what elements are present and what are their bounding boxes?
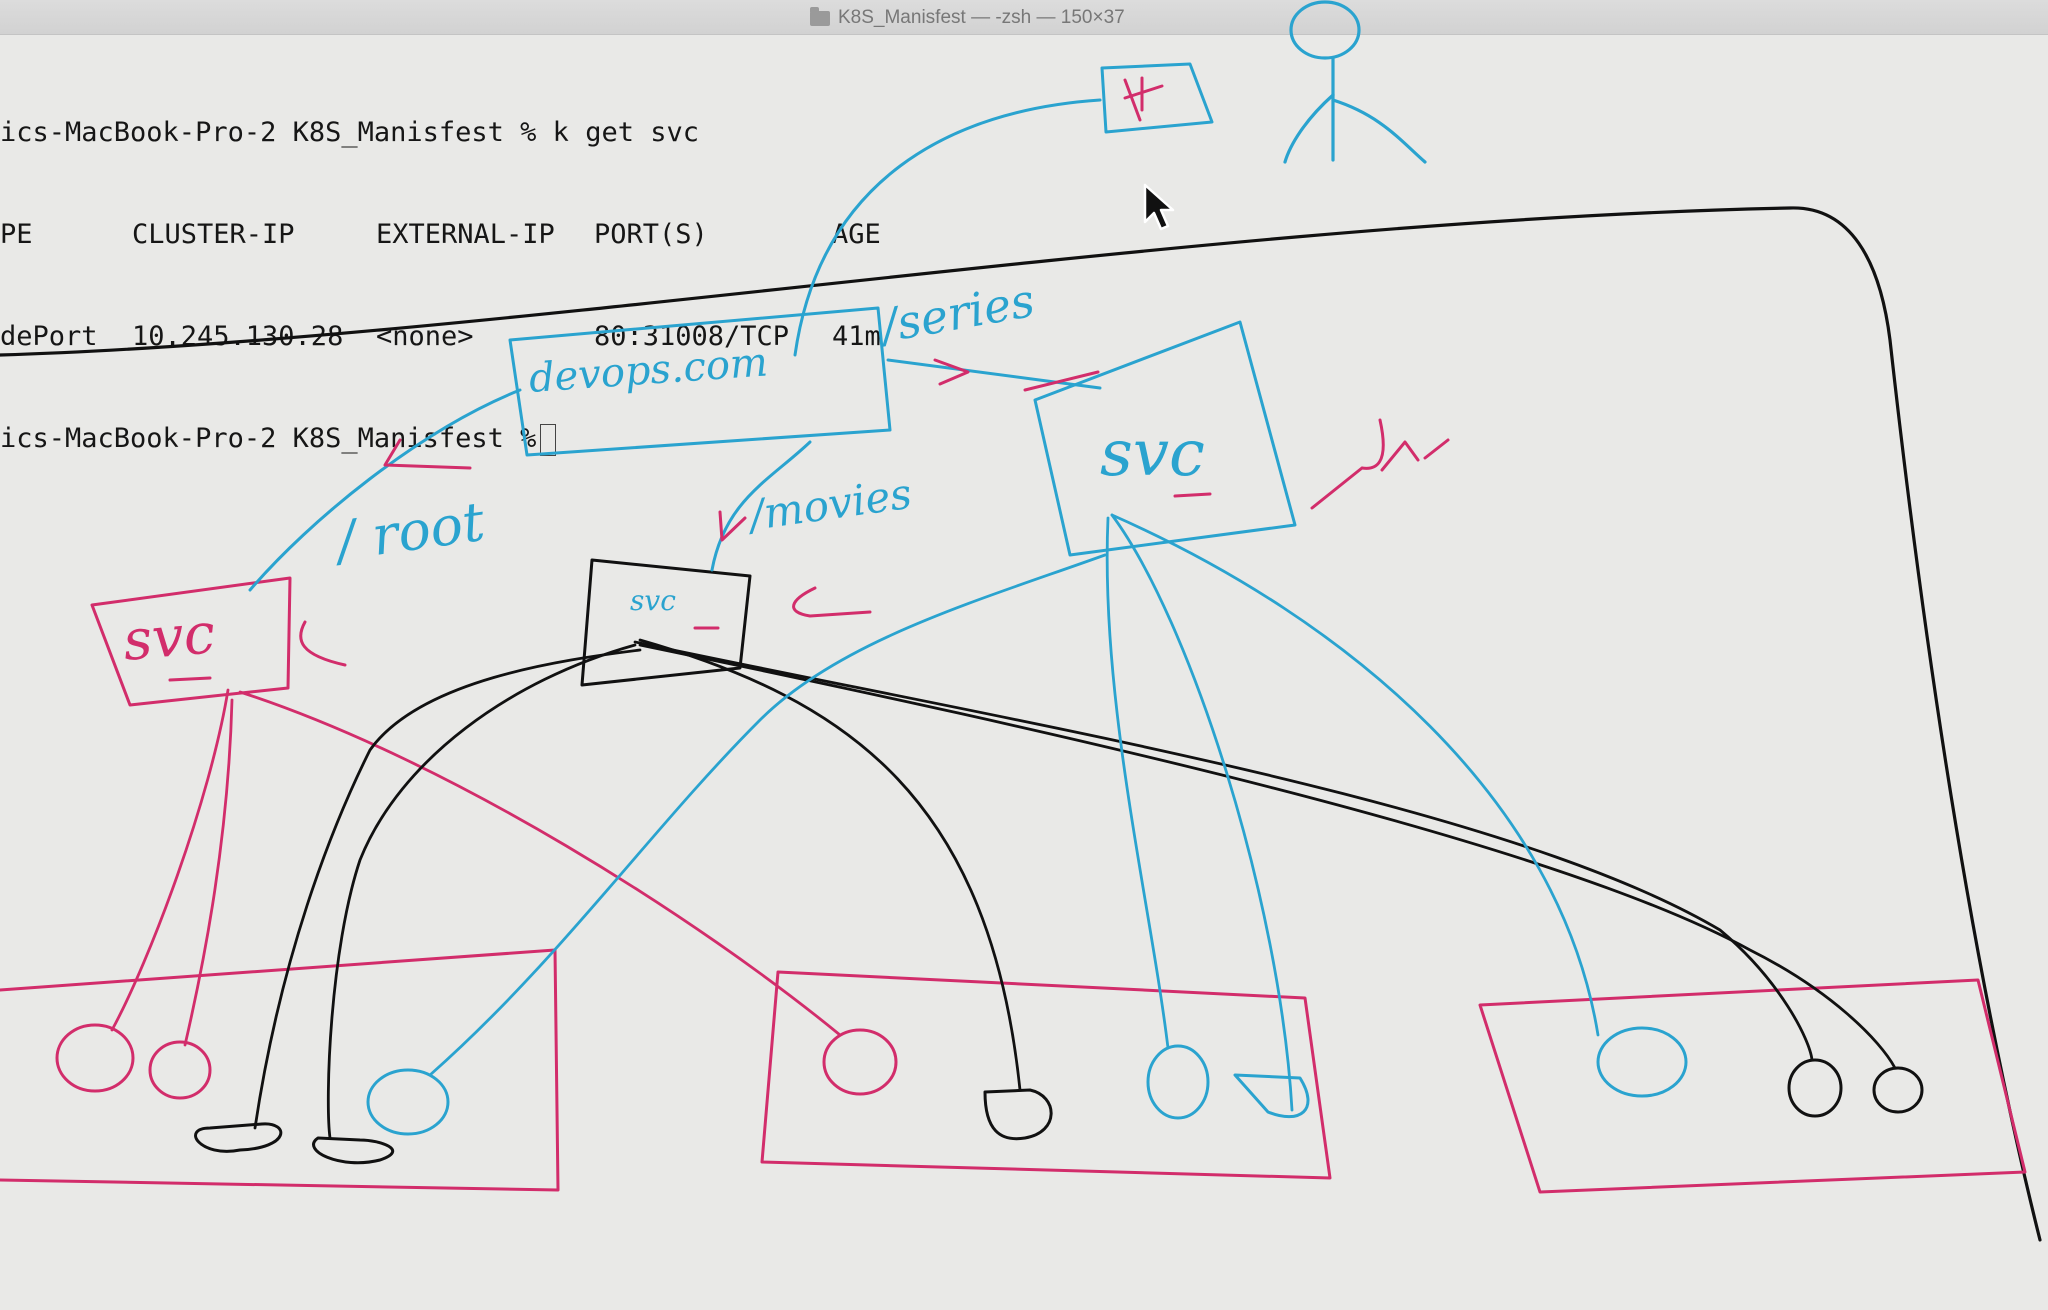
node-box-middle	[760, 970, 1332, 1180]
pod-middle-1	[822, 1028, 898, 1096]
col-ports-header: PORT(S)	[594, 219, 708, 250]
pod-left-4	[194, 1122, 283, 1153]
node-box-right	[1478, 978, 2027, 1194]
pod-right-3	[1872, 1066, 1924, 1114]
folder-icon	[810, 6, 830, 26]
svc-left-label: svc	[121, 601, 218, 674]
terminal-command-line: ics-MacBook-Pro-2 K8S_Manisfest % k get …	[0, 117, 699, 148]
col-cluster-ip-header: CLUSTER-IP	[132, 219, 295, 250]
pod-left-2	[148, 1040, 212, 1100]
pod-middle-2	[983, 1088, 1053, 1141]
cell-age: 41m	[832, 321, 881, 352]
pod-left-5	[312, 1136, 395, 1165]
arrow-head-right	[933, 358, 1100, 392]
arrow-head-left	[383, 438, 472, 470]
svc-left-underline	[168, 676, 212, 682]
client-to-ingress	[793, 98, 1102, 357]
window-titlebar: K8S_Manisfest — -zsh — 150×37	[0, 0, 2048, 35]
mouse-pointer-icon	[1143, 183, 1175, 231]
check-mark-right	[1310, 418, 1450, 510]
cell-type: dePort	[0, 321, 98, 352]
user-figure	[1283, 0, 1427, 164]
path-series-label: /series	[874, 273, 1039, 354]
window-title-text: K8S_Manisfest — -zsh — 150×37	[838, 7, 1125, 28]
svc-right-box	[1033, 320, 1297, 557]
svc-middle-label: svc	[630, 584, 676, 617]
col-external-ip-header: EXTERNAL-IP	[376, 219, 555, 250]
pods	[55, 1023, 1924, 1165]
terminal-prompt-line[interactable]: ics-MacBook-Pro-2 K8S_Manisfest %	[0, 422, 980, 456]
node-box-left	[0, 948, 560, 1192]
ingress-box	[508, 306, 892, 457]
ingress-to-svc-middle	[710, 440, 812, 572]
check-mark-middle	[792, 586, 872, 618]
col-age-header: AGE	[832, 219, 881, 250]
pod-middle-3	[1146, 1044, 1210, 1120]
svc-right-underline	[1173, 492, 1212, 498]
svc-right-label: svc	[1100, 417, 1205, 491]
ingress-to-svc-left	[248, 388, 522, 592]
pod-left-3	[366, 1068, 450, 1136]
pod-left-1	[55, 1023, 135, 1093]
terminal-output[interactable]: ics-MacBook-Pro-2 K8S_Manisfest % k get …	[0, 48, 980, 490]
cell-ports: 80:31008/TCP	[594, 321, 790, 352]
svc-middle-box	[580, 558, 752, 687]
pod-middle-4	[1233, 1073, 1310, 1119]
arrow-head-middle	[718, 510, 747, 542]
svc-left-connections	[110, 688, 842, 1047]
window-title: K8S_Manisfest — -zsh — 150×37	[810, 6, 1125, 30]
terminal-table-header: PE CLUSTER-IP EXTERNAL-IP PORT(S) AGE	[0, 218, 980, 252]
svc-right-connections	[428, 513, 1600, 1112]
client-box	[1100, 62, 1214, 134]
svc-left-box	[90, 576, 292, 707]
cluster-outline	[0, 206, 2042, 1242]
terminal-prompt: ics-MacBook-Pro-2 K8S_Manisfest %	[0, 423, 537, 454]
ingress-label: devops.com	[527, 339, 769, 402]
path-root-label: / root	[328, 490, 488, 574]
pod-right-1	[1596, 1026, 1688, 1098]
ingress-to-svc-right	[886, 358, 1102, 390]
check-mark-left	[299, 620, 347, 667]
svc-middle-connections	[253, 638, 1897, 1140]
col-type-header: PE	[0, 219, 33, 250]
pod-right-2	[1787, 1058, 1843, 1118]
